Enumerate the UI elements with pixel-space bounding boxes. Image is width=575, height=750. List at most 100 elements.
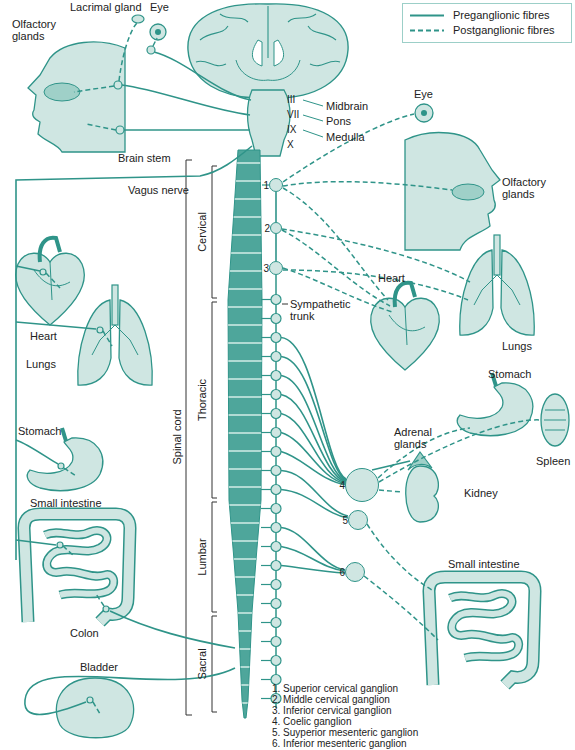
brain-gyri: [196, 6, 340, 66]
cranial-nerve-label: X: [287, 139, 294, 151]
fibre: [16, 322, 96, 329]
pupil: [421, 110, 427, 116]
legend-row: Postganglionic fibres: [409, 24, 567, 37]
fibre: [64, 468, 76, 476]
fibre: [364, 576, 438, 640]
fibre: [46, 273, 60, 288]
brain-detail: [236, 60, 300, 80]
organ-label: Spleen: [536, 455, 570, 467]
terminal-ganglia: [40, 46, 155, 703]
structure-label: Brain stem: [118, 152, 171, 164]
legend-sample: [409, 9, 445, 22]
fibre: [379, 490, 402, 492]
fibre: [281, 452, 346, 486]
fibre: [153, 38, 157, 46]
fibre: [283, 114, 414, 182]
chain-ganglia: [261, 290, 282, 708]
bracket: [212, 166, 217, 712]
fibre: [283, 182, 452, 190]
ganglion: [97, 327, 103, 333]
key-item: 2. Middle cervical ganglion: [272, 694, 390, 706]
ganglion: [57, 542, 63, 548]
ganglion-circle: 2: [270, 222, 282, 234]
pupil: [155, 29, 161, 35]
ganglion: [87, 697, 93, 703]
key-item: 6. Inferior mesenteric ganglion: [272, 738, 407, 750]
ganglion-circle: 5: [348, 510, 368, 530]
fibre: [372, 461, 410, 470]
organ-label: Lungs: [502, 340, 532, 352]
region-label: Lumbar: [196, 538, 208, 575]
ganglion: [114, 81, 122, 89]
fibre: [119, 23, 137, 81]
heart-drawing: [371, 283, 440, 370]
stomach-drawing: [457, 373, 532, 436]
lungs-drawing: [460, 235, 534, 335]
brain-section: [188, 4, 348, 98]
spleen-detail: [544, 410, 566, 430]
organ-label: Bladder: [80, 661, 118, 673]
fibre: [63, 546, 74, 556]
fibre: [110, 611, 235, 648]
ganglion-circle: 6: [345, 562, 365, 582]
nasal-cavity: [452, 184, 484, 200]
ganglion-circle: 3: [269, 261, 283, 275]
organ-label: Olfactory glands: [502, 176, 564, 200]
fibre: [281, 566, 345, 574]
eye-shape: [415, 104, 433, 122]
fibre: [281, 528, 345, 571]
organ-label: Lacrimal gland: [70, 1, 142, 13]
fibre: [16, 540, 56, 545]
intestine-drawing: [429, 577, 535, 685]
fibre: [16, 440, 58, 464]
fibre: [74, 86, 114, 92]
lungs-drawing: [78, 285, 152, 385]
brain-region-label: Midbrain: [326, 100, 368, 112]
leader-line: [282, 304, 288, 305]
lacrimal-gland-shape: [132, 15, 144, 23]
spinal-cord: [228, 150, 262, 718]
structure-label: Spinal cord: [171, 409, 183, 464]
organ-label: Heart: [378, 272, 405, 284]
legend-text: Preganglionic fibres: [453, 9, 550, 22]
organ-label: Colon: [70, 627, 99, 639]
ganglion: [103, 606, 109, 612]
key-item: 5. Suyperior mesenteric ganglion: [272, 727, 418, 739]
ganglion-circle: 1: [269, 178, 283, 192]
ganglion: [116, 126, 124, 134]
cranial-nerve-label: VII: [287, 109, 299, 121]
preganglionic-fibres: [16, 52, 410, 714]
fibre: [281, 490, 348, 519]
postganglionic-fibres: [46, 23, 541, 714]
callout-number: 4: [339, 480, 345, 491]
fibre: [281, 376, 346, 482]
fibre: [281, 433, 346, 485]
ganglion: [147, 46, 155, 54]
region-label: Thoracic: [196, 379, 208, 421]
ganglion: [58, 463, 64, 469]
ganglion-circle: 4: [345, 468, 379, 502]
legend-row: Preganglionic fibres: [409, 9, 567, 22]
legend-sample-line: [410, 30, 444, 32]
legend-text: Postganglionic fibres: [453, 24, 555, 37]
key-item: 3. Inferior cervical ganglion: [272, 705, 392, 717]
structure-label: Sympathetic trunk: [290, 298, 362, 322]
spleen-shape: [541, 394, 569, 446]
fibre: [96, 594, 104, 606]
callout-number: 1: [263, 180, 269, 191]
spinal-segments: [228, 150, 262, 718]
nerve-label: Vagus nerve: [128, 184, 189, 196]
organ-label: Heart: [30, 330, 57, 342]
organ-label: Stomach: [488, 368, 531, 380]
organ-label: Small intestine: [448, 558, 520, 570]
fibre: [281, 338, 346, 480]
fibre: [124, 129, 250, 131]
brain-region-label: Pons: [326, 115, 351, 127]
ventricle: [252, 40, 283, 66]
stomach-drawing: [27, 428, 102, 491]
kidney-shape: [406, 466, 439, 522]
brain-region-label: Medulla: [326, 131, 365, 143]
organ-label: Adrenal glands: [394, 426, 446, 450]
region-label: Cervical: [196, 212, 208, 252]
